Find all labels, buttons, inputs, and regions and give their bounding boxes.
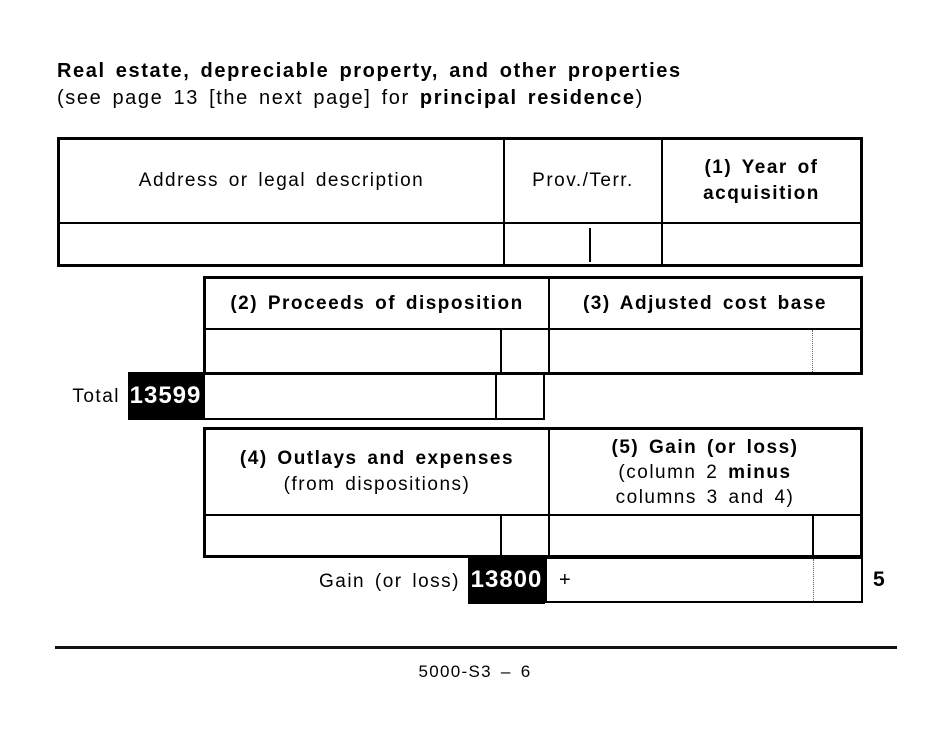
gain-row-label: Gain (or loss) — [318, 571, 460, 592]
proceeds-amount-cell — [206, 330, 548, 372]
total-label: Total — [72, 386, 120, 407]
total-cents-input[interactable] — [495, 375, 543, 418]
gain-total-cents-input[interactable] — [813, 559, 861, 601]
acb-column-header: (3) Adjusted cost base — [582, 292, 827, 314]
total-amount-box — [203, 373, 545, 420]
outlays-gain-table: (4) Outlays and expenses (from dispositi… — [203, 427, 863, 558]
field-code-13599-badge: 13599 — [128, 372, 203, 420]
proceeds-column-header: (2) Proceeds of disposition — [230, 292, 524, 314]
outlays-column-header-line1: (4) Outlays and expenses — [239, 448, 515, 469]
prov-input[interactable] — [503, 224, 661, 264]
plus-operator: + — [559, 568, 573, 591]
gain-column-header-line3: columns 3 and 4) — [615, 486, 795, 508]
subtitle-text: (see page 13 [the next page] for — [57, 87, 420, 109]
year-column-header-line1: (1) Year of — [704, 157, 819, 178]
section-title: Real estate, depreciable property, and o… — [57, 60, 682, 82]
property-description-table: Address or legal description Prov./Terr.… — [57, 137, 863, 267]
outlays-column-header-cell: (4) Outlays and expenses (from dispositi… — [206, 430, 548, 514]
year-column-header-cell: (1) Year of acquisition — [661, 140, 860, 222]
prov-column-header: Prov./Terr. — [532, 170, 634, 191]
address-column-header: Address or legal description — [138, 170, 425, 191]
acb-column-header-cell: (3) Adjusted cost base — [548, 279, 860, 328]
proceeds-acb-table: (2) Proceeds of disposition (3) Adjusted… — [203, 276, 863, 375]
subtitle-bold-text: principal residence — [419, 87, 636, 109]
gain-column-header-line2: (column 2 minus — [618, 460, 791, 485]
gain-header-line2-text: (column 2 — [618, 461, 729, 483]
footer-rule — [55, 646, 897, 649]
outlays-amount-cell — [206, 516, 548, 555]
gain-column-header-cell: (5) Gain (or loss) (column 2 minus colum… — [548, 430, 860, 514]
gain-cents-input[interactable] — [812, 516, 860, 555]
gain-amount-cell — [548, 516, 860, 555]
outlays-dollars-input[interactable] — [206, 516, 500, 555]
gain-total-amount-box: + — [545, 557, 863, 603]
field-code-13800-badge: 13800 — [468, 556, 545, 604]
acb-dollars-input[interactable] — [550, 330, 812, 372]
form-number: 5000-S3 – 6 — [418, 662, 532, 681]
proceeds-cents-input[interactable] — [500, 330, 548, 372]
year-input[interactable] — [661, 224, 860, 264]
total-dollars-input[interactable] — [205, 375, 495, 418]
gain-column-header-line1: (5) Gain (or loss) — [611, 436, 799, 458]
acb-cents-input[interactable] — [812, 330, 860, 372]
gain-header-line2-bold: minus — [728, 461, 792, 483]
prov-column-header-cell: Prov./Terr. — [503, 140, 661, 222]
line-5-reference: 5 — [873, 568, 887, 591]
year-column-header-line2: acquisition — [703, 183, 820, 204]
proceeds-dollars-input[interactable] — [206, 330, 500, 372]
gain-dollars-input[interactable] — [550, 516, 812, 555]
outlays-cents-input[interactable] — [500, 516, 548, 555]
gain-total-dollars-input[interactable]: + — [547, 559, 813, 601]
address-input[interactable] — [60, 224, 503, 264]
address-column-header-cell: Address or legal description — [60, 140, 503, 222]
outlays-column-header-line2: (from dispositions) — [283, 474, 471, 495]
acb-amount-cell — [548, 330, 860, 372]
prov-input-divider — [589, 228, 591, 262]
proceeds-column-header-cell: (2) Proceeds of disposition — [206, 279, 548, 328]
section-subtitle: (see page 13 [the next page] for princip… — [57, 87, 644, 110]
subtitle-close-paren: ) — [635, 87, 644, 109]
